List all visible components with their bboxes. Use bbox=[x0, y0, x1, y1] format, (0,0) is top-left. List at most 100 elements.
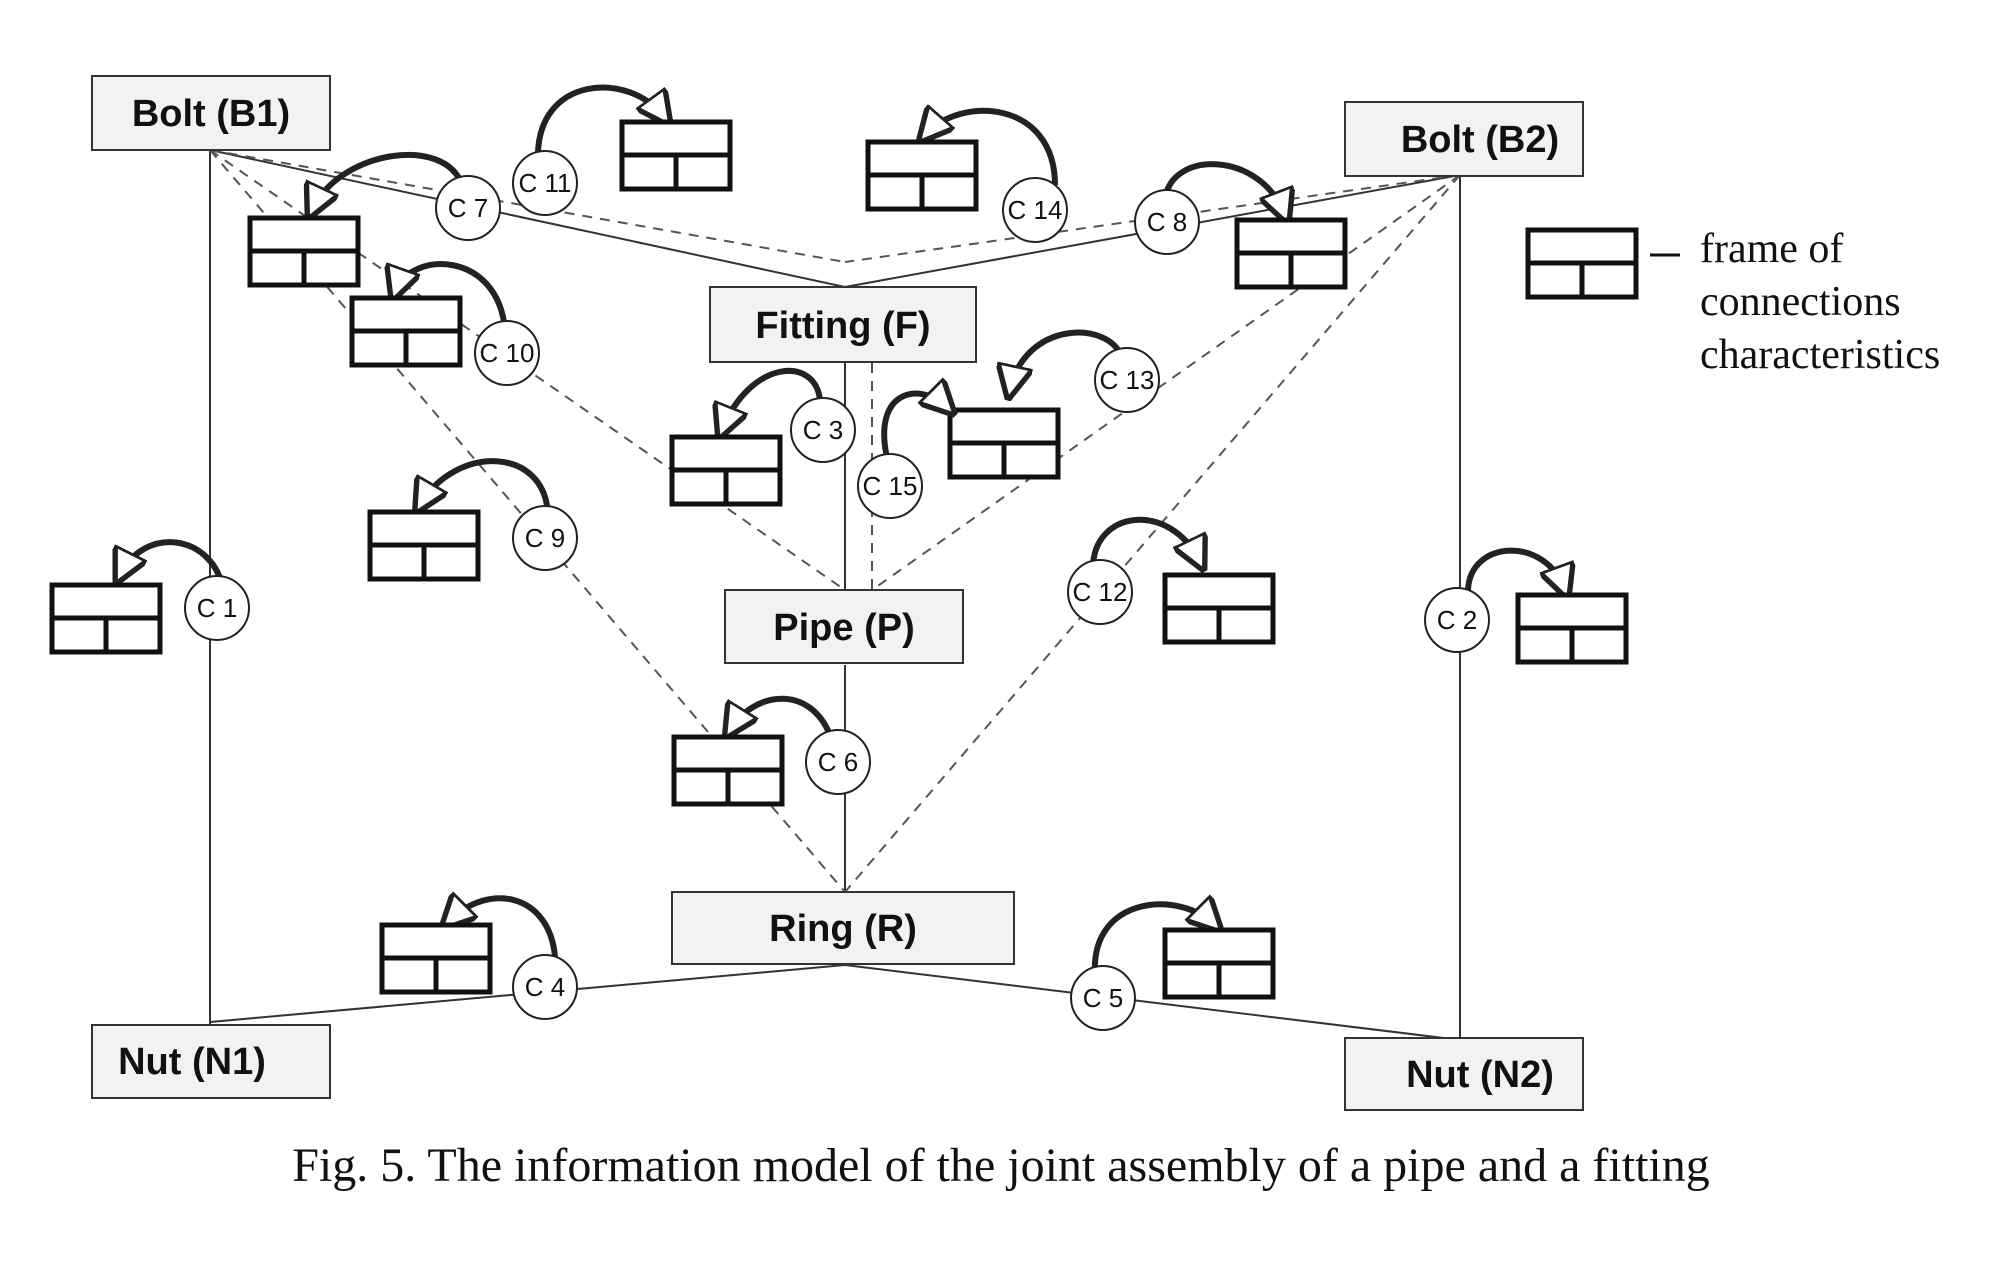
connection-c7: C 7 bbox=[247, 152, 501, 288]
connection-circle bbox=[805, 729, 871, 795]
svg-text:Nut (N1): Nut (N1) bbox=[118, 1041, 266, 1083]
arrow-icon bbox=[730, 695, 833, 735]
arrow-icon bbox=[925, 111, 1058, 186]
svg-text:C 2: C 2 bbox=[1437, 605, 1477, 635]
node-pipe: Pipe (P) bbox=[724, 589, 964, 664]
legend: frame of connections characteristics bbox=[1525, 226, 1940, 378]
connection-circle bbox=[512, 505, 578, 571]
svg-text:Bolt (B1): Bolt (B1) bbox=[132, 93, 290, 135]
frame-icon bbox=[1515, 592, 1629, 665]
edge-b2-r-dashed bbox=[844, 174, 1461, 893]
arrow-icon bbox=[448, 898, 558, 958]
figure-caption: Fig. 5. The information model of the joi… bbox=[292, 1139, 1710, 1192]
svg-text:C 11: C 11 bbox=[519, 168, 572, 198]
connection-circle bbox=[1067, 559, 1133, 625]
node-fitting: Fitting (F) bbox=[709, 286, 977, 363]
frame-icon bbox=[671, 734, 785, 807]
svg-text:Nut (N2): Nut (N2) bbox=[1406, 1054, 1554, 1096]
legend-line-1: frame of bbox=[1700, 226, 1843, 272]
svg-text:C 14: C 14 bbox=[1008, 195, 1063, 225]
node-nut-n2: Nut (N2) bbox=[1344, 1037, 1584, 1111]
connection-circle bbox=[1134, 189, 1200, 255]
arrow-icon bbox=[722, 367, 823, 430]
frame-icon bbox=[1162, 927, 1276, 1000]
svg-text:C 4: C 4 bbox=[525, 972, 565, 1002]
arrow-icon bbox=[1465, 547, 1565, 590]
frame-icon bbox=[669, 434, 783, 507]
svg-text:C 6: C 6 bbox=[818, 747, 858, 777]
frame-icon bbox=[1525, 227, 1639, 300]
node-bolt-b1: Bolt (B1) bbox=[91, 75, 331, 151]
connection-circle bbox=[1094, 347, 1160, 413]
frame-icon bbox=[619, 119, 733, 192]
arrow-icon bbox=[1162, 161, 1285, 215]
arrow-icon bbox=[420, 458, 551, 515]
connection-circle bbox=[512, 954, 578, 1020]
frame-icon bbox=[379, 922, 493, 995]
svg-text:C 1: C 1 bbox=[197, 593, 237, 623]
connection-c12: C 12 bbox=[1067, 516, 1276, 645]
svg-text:C 12: C 12 bbox=[1073, 577, 1128, 607]
connection-circle bbox=[184, 575, 250, 641]
frame-icon bbox=[247, 215, 361, 288]
legend-line-3: characteristics bbox=[1700, 332, 1940, 378]
connection-circle bbox=[512, 150, 578, 216]
svg-text:C 13: C 13 bbox=[1100, 365, 1155, 395]
connection-c6: C 6 bbox=[671, 695, 871, 807]
connection-circle bbox=[857, 453, 923, 519]
svg-text:Bolt (B2): Bolt (B2) bbox=[1401, 119, 1559, 161]
svg-text:C 5: C 5 bbox=[1083, 983, 1123, 1013]
frame-icon bbox=[1234, 217, 1348, 290]
svg-text:C 8: C 8 bbox=[1147, 207, 1187, 237]
frame-icon bbox=[865, 139, 979, 212]
frame-icon bbox=[49, 582, 163, 655]
svg-text:Fitting (F): Fitting (F) bbox=[755, 305, 930, 347]
frame-icon bbox=[947, 407, 1061, 480]
arrow-icon bbox=[534, 84, 665, 161]
edge-b1-f bbox=[209, 149, 846, 288]
svg-text:C 3: C 3 bbox=[803, 415, 843, 445]
connection-c3: C 3 bbox=[669, 367, 856, 507]
connection-c1: C 1 bbox=[49, 539, 250, 655]
connection-circle bbox=[1002, 177, 1068, 243]
svg-text:C 9: C 9 bbox=[525, 523, 565, 553]
arrow-icon bbox=[395, 261, 508, 331]
connection-c2: C 2 bbox=[1424, 547, 1629, 665]
legend-line-2: connections bbox=[1700, 279, 1901, 325]
arrow-icon bbox=[1090, 516, 1200, 568]
connection-circle bbox=[435, 175, 501, 241]
connection-circle bbox=[1424, 587, 1490, 653]
connection-c15: C 15 bbox=[857, 394, 948, 519]
svg-text:Ring (R): Ring (R) bbox=[769, 908, 917, 950]
connection-circle bbox=[1070, 965, 1136, 1031]
node-bolt-b2: Bolt (B2) bbox=[1344, 101, 1584, 177]
node-ring: Ring (R) bbox=[671, 891, 1015, 965]
connection-c8: C 8 bbox=[1134, 161, 1348, 290]
edge-b2-p-dashed bbox=[871, 174, 1461, 591]
connection-c5: C 5 bbox=[1070, 904, 1276, 1031]
connection-c4: C 4 bbox=[379, 898, 578, 1020]
arrow-icon bbox=[1010, 329, 1125, 390]
arrow-icon bbox=[1091, 904, 1215, 976]
arrow-icon bbox=[120, 539, 225, 585]
connection-c11: C 11 bbox=[512, 84, 733, 216]
svg-text:C 10: C 10 bbox=[480, 338, 535, 368]
frame-icon bbox=[367, 509, 481, 582]
connection-c10: C 10 bbox=[349, 261, 540, 386]
connection-circle bbox=[790, 397, 856, 463]
connection-c13: C 13 bbox=[947, 329, 1160, 480]
svg-text:C 15: C 15 bbox=[863, 471, 918, 501]
connection-circle bbox=[474, 320, 540, 386]
connection-c14: C 14 bbox=[865, 111, 1068, 243]
arrow-icon bbox=[312, 152, 465, 210]
edge-r-n2 bbox=[844, 964, 1461, 1041]
svg-text:Pipe (P): Pipe (P) bbox=[773, 607, 914, 649]
svg-text:C 7: C 7 bbox=[448, 193, 488, 223]
frame-icon bbox=[349, 295, 463, 368]
frame-icon bbox=[1162, 572, 1276, 645]
arrow-icon bbox=[881, 394, 948, 463]
node-nut-n1: Nut (N1) bbox=[91, 1024, 331, 1099]
connection-c9: C 9 bbox=[367, 458, 578, 582]
